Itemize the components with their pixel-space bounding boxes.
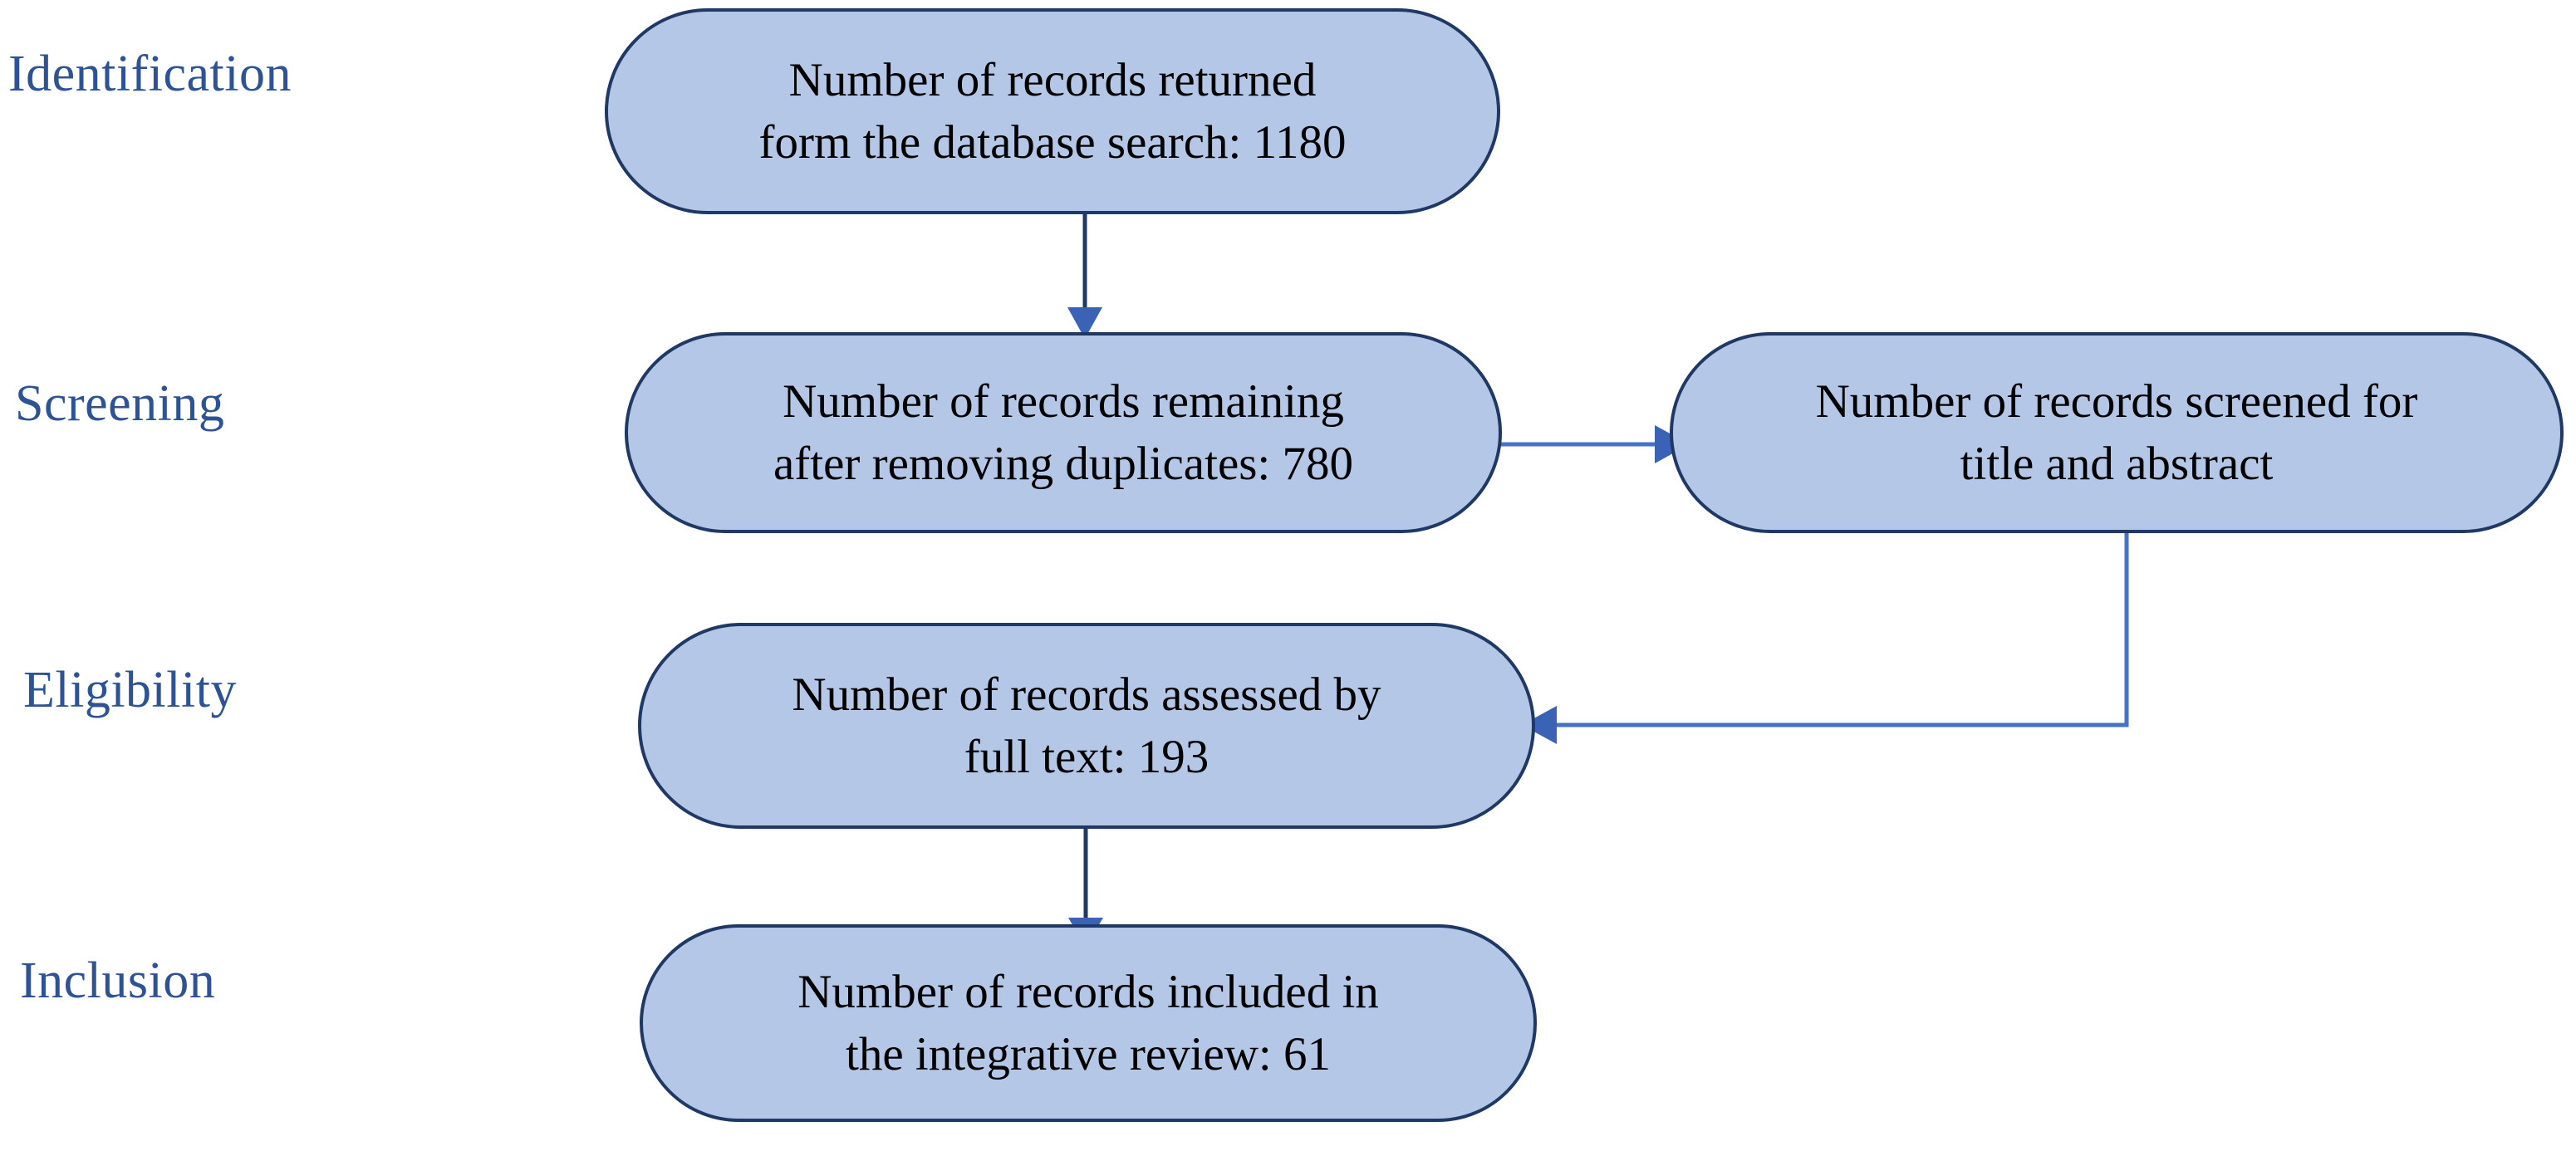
flow-box-records-returned[interactable]: Number of records returned form the data…	[605, 8, 1500, 214]
stage-label-identification: Identification	[8, 46, 292, 102]
flow-box-records-screened[interactable]: Number of records screened for title and…	[1670, 332, 2564, 533]
stage-label-screening: Screening	[15, 375, 225, 432]
flow-box-line-1: Number of records returned	[788, 53, 1317, 106]
flow-box-records-included[interactable]: Number of records included in the integr…	[640, 924, 1537, 1122]
flow-box-line-2: after removing duplicates: 780	[773, 438, 1354, 490]
flow-box-line-1: Number of records included in	[797, 965, 1379, 1018]
connector-identification-to-screening	[1043, 208, 1126, 340]
stage-label-inclusion: Inclusion	[20, 953, 216, 1009]
flow-box-line-2: form the database search: 1180	[758, 116, 1347, 169]
connector-remaining-to-screened	[1495, 407, 1695, 482]
flow-box-records-remaining[interactable]: Number of records remaining after removi…	[625, 332, 1502, 533]
flow-box-line-1: Number of records assessed by	[792, 668, 1381, 721]
flow-box-line-2: full text: 193	[964, 731, 1209, 783]
flow-box-line-1: Number of records remaining	[783, 375, 1344, 428]
stage-label-eligibility: Eligibility	[23, 662, 237, 718]
flow-box-records-assessed[interactable]: Number of records assessed by full text:…	[638, 623, 1535, 829]
flow-box-line-1: Number of records screened for	[1815, 375, 2418, 428]
flow-box-line-2: the integrative review: 61	[845, 1028, 1332, 1080]
flow-box-line-2: title and abstract	[1960, 438, 2274, 490]
connector-screened-to-assessed	[1520, 523, 2152, 744]
